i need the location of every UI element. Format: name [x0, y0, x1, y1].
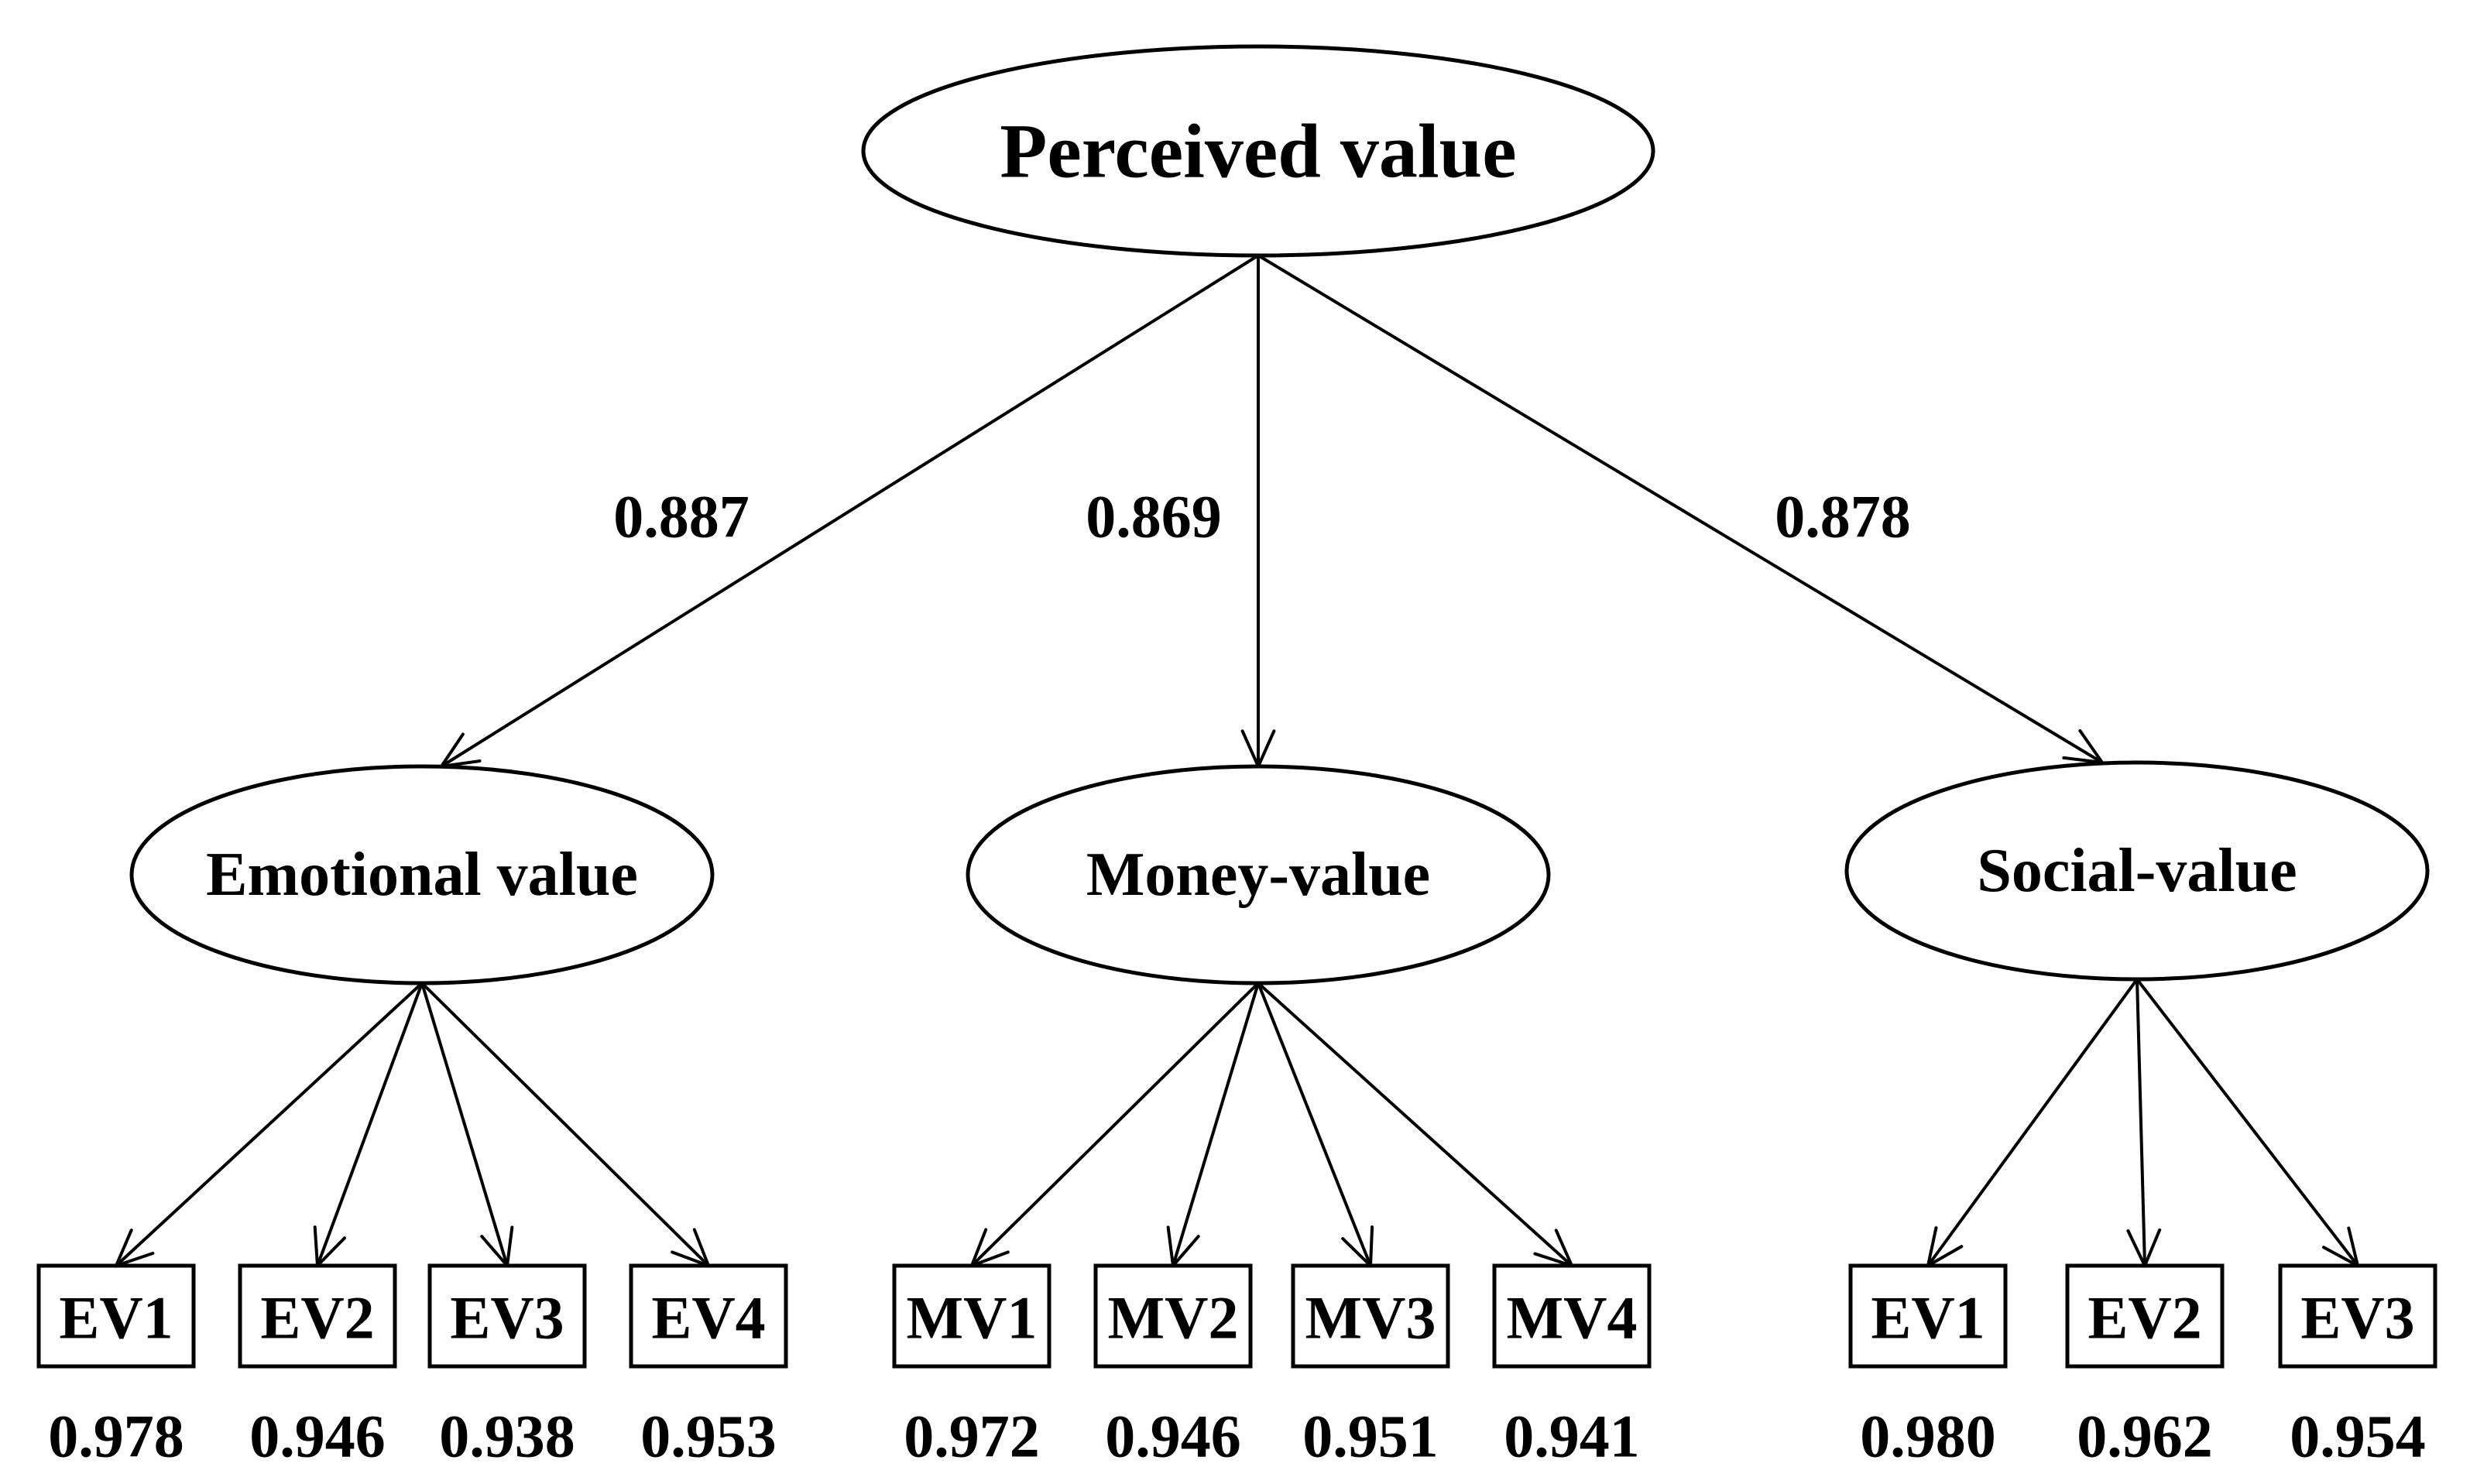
indicator-arrow — [2126, 978, 2162, 1267]
indicator-label: MV2 — [1108, 1284, 1239, 1352]
indicator-loading: 0.954 — [2290, 1403, 2426, 1470]
latent-ellipse — [966, 764, 1551, 985]
latent-node-money: Money-value — [966, 764, 1551, 985]
latent-node-social: Social-value — [1844, 760, 2430, 982]
indicator-arrow — [313, 982, 424, 1267]
indicator-loading: 0.980 — [1860, 1403, 1996, 1470]
indicator-emotional-ev1: EV1 — [36, 1263, 196, 1369]
path-loading-money: 0.869 — [1086, 483, 1222, 550]
indicator-loading: 0.953 — [640, 1403, 777, 1470]
indicator-arrow — [1257, 982, 1573, 1267]
indicator-label: MV3 — [1305, 1284, 1436, 1352]
root-label: Perceived value — [1000, 108, 1516, 194]
indicator-emotional-ev3: EV3 — [427, 1263, 587, 1369]
indicator-loading: 0.951 — [1302, 1403, 1439, 1470]
factor-label: Social-value — [1977, 837, 2297, 905]
indicator-box — [892, 1263, 1051, 1369]
path-arrow-money — [1240, 255, 1276, 768]
indicator-box — [1848, 1263, 2008, 1369]
indicator-box — [238, 1263, 397, 1369]
indicator-loading: 0.946 — [1105, 1403, 1241, 1470]
indicator-loading: 0.972 — [904, 1403, 1040, 1470]
indicator-arrow — [1257, 982, 1374, 1267]
indicator-social-ev1: EV1 — [1848, 1263, 2008, 1369]
indicator-box — [2278, 1263, 2437, 1369]
indicator-label: EV2 — [260, 1284, 374, 1352]
factor-label: Money-value — [1086, 841, 1430, 909]
indicator-box — [1093, 1263, 1253, 1369]
indicator-label: EV1 — [59, 1284, 173, 1352]
indicator-loading: 0.978 — [48, 1403, 184, 1470]
indicator-label: MV4 — [1507, 1284, 1638, 1352]
latent-node-perceived-value: Perceived value — [861, 44, 1655, 258]
indicator-arrow — [115, 982, 424, 1267]
indicator-label: EV2 — [2087, 1284, 2201, 1352]
indicator-emotional-ev2: EV2 — [238, 1263, 397, 1369]
indicator-arrow — [1926, 978, 2139, 1267]
latent-ellipse — [861, 44, 1655, 258]
indicator-box — [1492, 1263, 1652, 1369]
indicator-emotional-ev4: EV4 — [629, 1263, 788, 1369]
latent-ellipse — [129, 764, 715, 985]
indicator-loading: 0.962 — [2077, 1403, 2213, 1470]
indicator-label: EV3 — [2300, 1284, 2414, 1352]
path-arrow-social — [1257, 254, 2104, 764]
indicator-money-mv2: MV2 — [1093, 1263, 1253, 1369]
indicator-box — [2065, 1263, 2225, 1369]
latent-node-emotional: Emotional value — [129, 764, 715, 985]
indicator-label: EV4 — [651, 1284, 765, 1352]
indicator-label: EV3 — [450, 1284, 564, 1352]
factor-label: Emotional value — [206, 841, 638, 909]
indicator-loading: 0.941 — [1504, 1403, 1640, 1470]
indicator-social-ev2: EV2 — [2065, 1263, 2225, 1369]
indicator-money-mv4: MV4 — [1492, 1263, 1652, 1369]
indicator-label: EV1 — [1871, 1284, 1985, 1352]
path-loading-social: 0.878 — [1775, 483, 1911, 550]
indicator-box — [1291, 1263, 1450, 1369]
diagram-edges — [115, 254, 2359, 1267]
indicator-loading: 0.938 — [439, 1403, 575, 1470]
indicator-box — [427, 1263, 587, 1369]
indicator-loading: 0.946 — [249, 1403, 386, 1470]
indicator-box — [36, 1263, 196, 1369]
indicator-label: MV1 — [907, 1284, 1038, 1352]
latent-ellipse — [1844, 760, 2430, 982]
indicator-arrow — [2136, 978, 2359, 1267]
indicator-box — [629, 1263, 788, 1369]
indicator-money-mv1: MV1 — [892, 1263, 1051, 1369]
indicator-money-mv3: MV3 — [1291, 1263, 1450, 1369]
path-loading-emotional: 0.887 — [613, 483, 750, 550]
diagram-labels: 0.887 0.869 0.878 0.978 0.946 0.938 0.953 0.972… — [48, 483, 2426, 1470]
indicator-social-ev3: EV3 — [2278, 1263, 2437, 1369]
